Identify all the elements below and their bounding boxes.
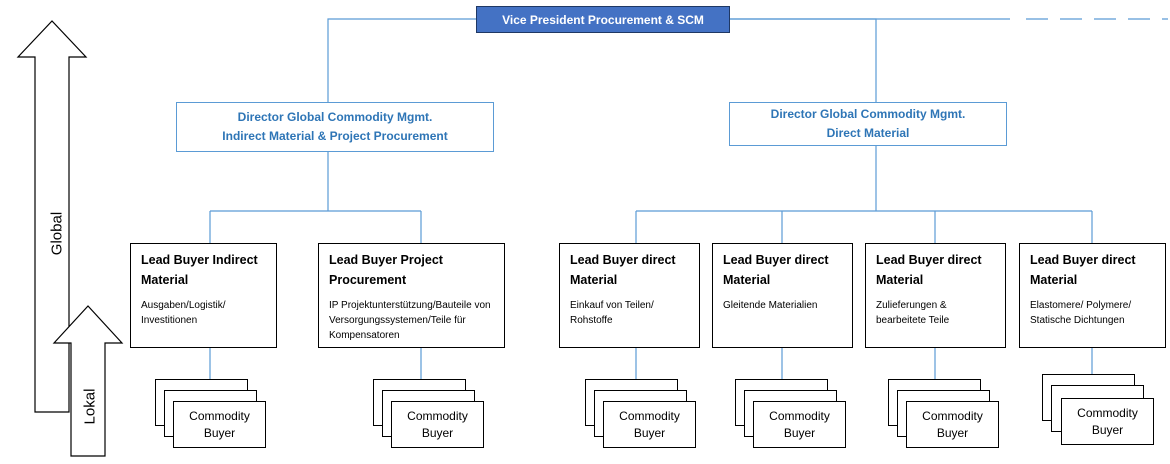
lead-title: Lead Buyer Indirect [141, 253, 258, 267]
lead-title: Lead Buyer direct [876, 253, 982, 267]
lead-title: Lead Buyer direct [1030, 253, 1136, 267]
commodity-buyer-card: Commodity Buyer [1061, 398, 1154, 445]
lead-title: Material [570, 273, 618, 287]
lead-buyer-direct-material-3: Lead Buyer direct Material Zulieferungen… [865, 243, 1006, 348]
lead-title: Material [141, 273, 189, 287]
commodity-line1: Commodity [189, 408, 250, 423]
global-arrow [16, 20, 88, 413]
lead-description: Ausgaben/Logistik/ Investitionen [141, 300, 226, 326]
lead-title: Lead Buyer Project [329, 253, 443, 267]
director-line1: Director Global Commodity Mgmt. [770, 107, 966, 121]
global-label: Global [48, 211, 66, 256]
lead-title: Lead Buyer direct [570, 253, 676, 267]
vp-label: Vice President Procurement & SCM [502, 12, 704, 27]
lead-buyer-project-procurement: Lead Buyer Project Procurement IP Projek… [318, 243, 505, 348]
director-line1: Director Global Commodity Mgmt. [237, 110, 433, 124]
director-indirect-box: Director Global Commodity Mgmt. Indirect… [176, 102, 494, 152]
lokal-arrow [52, 305, 124, 457]
commodity-line1: Commodity [1077, 405, 1138, 420]
commodity-line2: Buyer [203, 425, 236, 440]
lead-buyer-direct-material-4: Lead Buyer direct Material Elastomere/ P… [1019, 243, 1166, 348]
lead-title: Material [723, 273, 771, 287]
commodity-line1: Commodity [769, 408, 830, 423]
lead-description: Gleitende Materialien [723, 300, 818, 311]
vp-box: Vice President Procurement & SCM [476, 6, 730, 33]
lead-title: Procurement [329, 273, 407, 287]
commodity-line1: Commodity [619, 408, 680, 423]
lead-buyer-direct-material-2: Lead Buyer direct Material Gleitende Mat… [712, 243, 853, 348]
lead-description: IP Projektunterstützung/Bauteile von Ver… [329, 300, 491, 341]
commodity-buyer-card: Commodity Buyer [603, 401, 696, 448]
commodity-buyer-card: Commodity Buyer [753, 401, 846, 448]
lead-description: Zulieferungen & bearbeitete Teile [876, 300, 950, 326]
lead-title: Material [876, 273, 924, 287]
lead-description: Elastomere/ Polymere/ Statische Dichtung… [1030, 300, 1132, 326]
commodity-line2: Buyer [633, 425, 666, 440]
commodity-line2: Buyer [783, 425, 816, 440]
commodity-buyer-card: Commodity Buyer [173, 401, 266, 448]
lead-buyer-direct-material-1: Lead Buyer direct Material Einkauf von T… [559, 243, 700, 348]
commodity-line2: Buyer [1091, 422, 1124, 437]
lead-description: Einkauf von Teilen/ Rohstoffe [570, 300, 654, 326]
commodity-line2: Buyer [421, 425, 454, 440]
lokal-label: Lokal [81, 388, 99, 425]
lead-title: Lead Buyer direct [723, 253, 829, 267]
commodity-line1: Commodity [407, 408, 468, 423]
commodity-buyer-card: Commodity Buyer [391, 401, 484, 448]
commodity-line1: Commodity [922, 408, 983, 423]
director-line2: Direct Material [826, 126, 910, 140]
lead-buyer-indirect-material: Lead Buyer Indirect Material Ausgaben/Lo… [130, 243, 277, 348]
commodity-buyer-card: Commodity Buyer [906, 401, 999, 448]
commodity-line2: Buyer [936, 425, 969, 440]
lead-title: Material [1030, 273, 1078, 287]
director-line2: Indirect Material & Project Procurement [222, 129, 448, 143]
director-direct-box: Director Global Commodity Mgmt. Direct M… [729, 102, 1007, 146]
